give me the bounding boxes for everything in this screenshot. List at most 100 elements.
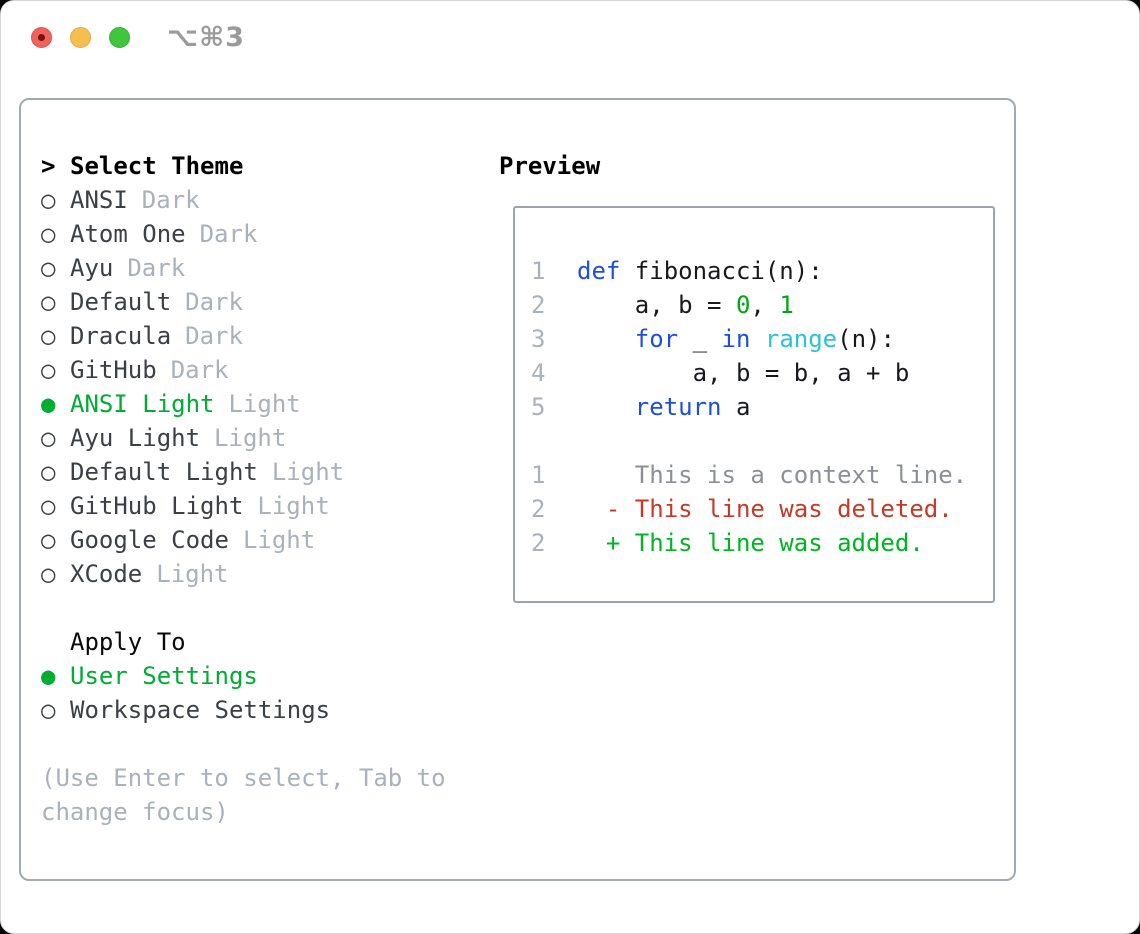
theme-name: Ayu: [70, 254, 114, 282]
radio-unselected-icon: ○: [41, 220, 56, 248]
theme-name: GitHub: [70, 356, 157, 384]
theme-option-ayu[interactable]: ○ Ayu Dark: [41, 251, 499, 285]
line-number: 2: [531, 291, 546, 319]
code-line: 3 for _ in range(n):: [531, 322, 993, 356]
theme-variant-badge: Dark: [185, 322, 243, 350]
window-title: ⌥⌘3: [167, 22, 245, 53]
code-content: return a: [577, 390, 751, 424]
maximize-icon[interactable]: [109, 27, 130, 48]
theme-option-xcode[interactable]: ○ XCode Light: [41, 557, 499, 591]
code-line: [531, 424, 993, 458]
apply-option-label: User Settings: [70, 662, 258, 690]
code-token: range: [764, 325, 838, 353]
apply-to-header-label: Apply To: [70, 628, 186, 656]
radio-unselected-icon: ○: [41, 254, 56, 282]
code-token: return: [634, 393, 722, 421]
radio-selected-icon: ●: [41, 662, 56, 690]
radio-unselected-icon: ○: [41, 322, 56, 350]
line-number: 1: [531, 257, 546, 285]
theme-variant-badge: Light: [156, 560, 229, 588]
radio-selected-icon: ●: [41, 390, 56, 418]
theme-name: Atom One: [70, 220, 186, 248]
line-number: 4: [531, 359, 546, 387]
code-token: [750, 325, 764, 353]
theme-variant-badge: Light: [271, 458, 345, 486]
preview-header: Preview: [499, 149, 996, 183]
code-token: for: [634, 325, 679, 353]
theme-variant-badge: Dark: [127, 254, 186, 282]
theme-variant-badge: Light: [242, 526, 316, 554]
theme-variant-badge: Light: [214, 424, 287, 452]
code-token: a, b = b, a + b: [577, 359, 910, 387]
radio-unselected-icon: ○: [41, 458, 56, 486]
line-number: 2: [531, 495, 546, 523]
code-token: a: [721, 393, 751, 421]
line-number: [531, 424, 577, 458]
code-line: 2 - This line was deleted.: [531, 492, 993, 526]
code-content: a, b = 0, 1: [577, 288, 794, 322]
apply-option-label: Workspace Settings: [70, 696, 331, 724]
theme-variant-badge: Dark: [199, 220, 258, 248]
cursor-prefix-icon: >: [41, 152, 56, 180]
code-token: fibonacci(n):: [620, 257, 823, 285]
theme-name: GitHub Light: [70, 492, 244, 520]
apply-option-user-settings[interactable]: ● User Settings: [41, 659, 499, 693]
theme-name: XCode: [70, 560, 143, 588]
apply-list: ● User Settings ○ Workspace Settings: [41, 659, 499, 727]
select-theme-header-label: Select Theme: [70, 152, 244, 180]
theme-option-github[interactable]: ○ GitHub Dark: [41, 353, 499, 387]
code-token: 0: [735, 291, 751, 319]
theme-name: Dracula: [70, 322, 172, 350]
code-token: This is a context line.: [577, 461, 968, 489]
code-token: [577, 393, 635, 421]
code-token: in: [721, 325, 751, 353]
code-content: + This line was added.: [577, 526, 924, 560]
line-number: 3: [531, 325, 546, 353]
theme-variant-badge: Dark: [141, 186, 200, 214]
code-token: a, b =: [577, 291, 736, 319]
code-token: def: [577, 257, 621, 285]
theme-option-github-light[interactable]: ○ GitHub Light Light: [41, 489, 499, 523]
line-number: 1: [531, 461, 546, 489]
titlebar: ⌥⌘3: [1, 1, 1139, 73]
theme-variant-badge: Light: [228, 390, 301, 418]
close-icon[interactable]: [31, 27, 52, 48]
code-content: - This line was deleted.: [577, 492, 953, 526]
theme-variant-badge: Dark: [170, 356, 229, 384]
radio-unselected-icon: ○: [41, 424, 56, 452]
radio-unselected-icon: ○: [41, 526, 56, 554]
theme-option-dracula[interactable]: ○ Dracula Dark: [41, 319, 499, 353]
radio-unselected-icon: ○: [41, 492, 56, 520]
theme-variant-badge: Light: [257, 492, 330, 520]
theme-name: Default: [70, 288, 172, 316]
code-content: a, b = b, a + b: [577, 356, 910, 390]
code-line: 2 a, b = 0, 1: [531, 288, 993, 322]
theme-option-atom-one[interactable]: ○ Atom One Dark: [41, 217, 499, 251]
theme-name: ANSI Light: [70, 390, 215, 418]
code-token: (n):: [837, 325, 895, 353]
code-token: 1: [779, 291, 794, 319]
apply-option-workspace-settings[interactable]: ○ Workspace Settings: [41, 693, 499, 727]
code-content: def fibonacci(n):: [577, 254, 823, 288]
code-token: - This line was deleted.: [577, 495, 953, 523]
minimize-icon[interactable]: [70, 27, 91, 48]
line-number: 2: [531, 529, 546, 557]
hint-text: (Use Enter to select, Tab to change focu…: [41, 764, 446, 826]
radio-unselected-icon: ○: [41, 356, 56, 384]
unsaved-dot-icon: [38, 34, 45, 41]
radio-unselected-icon: ○: [41, 560, 56, 588]
radio-unselected-icon: ○: [41, 696, 56, 724]
code-token: [577, 325, 635, 353]
select-theme-header: > Select Theme: [41, 149, 499, 183]
theme-option-ansi-light[interactable]: ● ANSI Light Light: [41, 387, 499, 421]
